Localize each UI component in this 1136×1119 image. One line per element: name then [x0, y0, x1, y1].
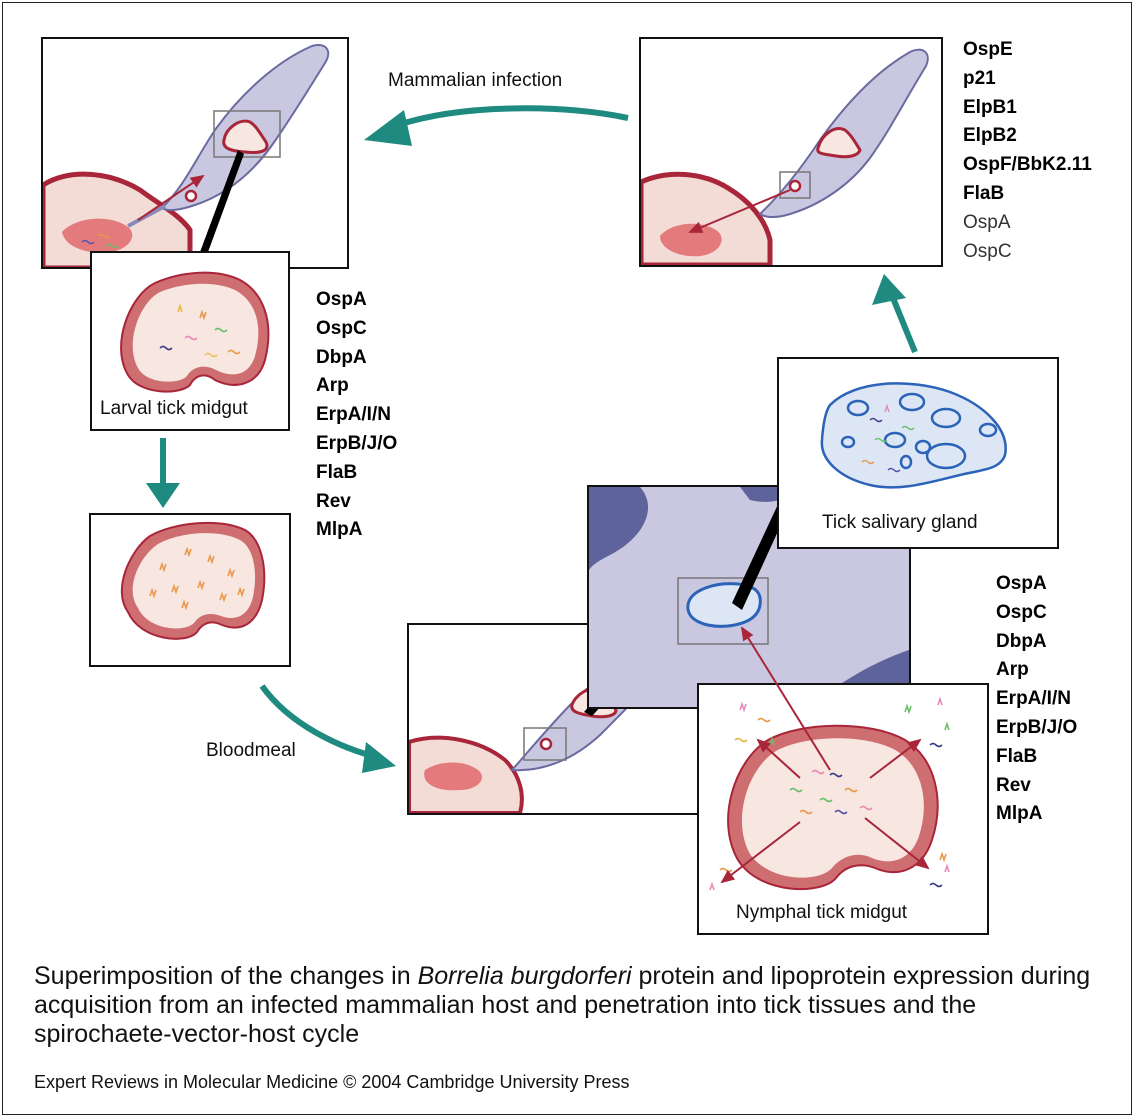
protein-item: ElpB1 [963, 94, 1092, 123]
label-bloodmeal: Bloodmeal [206, 740, 296, 762]
arrow-mammalian-infection-head [364, 110, 412, 146]
protein-item: FlaB [996, 743, 1077, 772]
panel-top-right [640, 38, 942, 266]
spirochete-dot [186, 191, 196, 201]
protein-item: ErpB/J/O [996, 714, 1077, 743]
arrow-mammalian-infection [395, 108, 628, 126]
protein-item: ElpB2 [963, 122, 1092, 151]
caption-species: Borrelia burgdorferi [418, 962, 632, 990]
protein-item: OspA [963, 209, 1092, 238]
figure-credit: Expert Reviews in Molecular Medicine © 2… [34, 1072, 630, 1093]
protein-item: p21 [963, 65, 1092, 94]
protein-item: Arp [316, 372, 397, 401]
protein-item: OspC [996, 599, 1077, 628]
panel-top-left [42, 38, 348, 268]
figure-caption: Superimposition of the changes in Borrel… [34, 962, 1114, 1049]
protein-item: OspA [996, 570, 1077, 599]
protein-item: FlaB [316, 459, 397, 488]
protein-item: DbpA [316, 344, 397, 373]
label-larval-midgut: Larval tick midgut [100, 398, 248, 420]
protein-item: OspC [316, 315, 397, 344]
protein-item: Rev [316, 488, 397, 517]
protein-item: FlaB [963, 180, 1092, 209]
protein-item: ErpA/I/N [996, 685, 1077, 714]
arrow-larval-to-fed [146, 438, 180, 508]
label-mammalian-infection: Mammalian infection [388, 70, 562, 92]
protein-item: MlpA [316, 516, 397, 545]
protein-item: Rev [996, 772, 1077, 801]
protein-item: Arp [996, 656, 1077, 685]
protein-item: DbpA [996, 628, 1077, 657]
label-nymphal-midgut: Nymphal tick midgut [736, 902, 907, 924]
arrow-to-mammal [872, 274, 915, 352]
protein-item: OspE [963, 36, 1092, 65]
label-salivary-gland: Tick salivary gland [822, 512, 978, 534]
protein-item: OspA [316, 286, 397, 315]
protein-item: OspF/BbK2.11 [963, 151, 1092, 180]
protein-item: MlpA [996, 800, 1077, 829]
panel-fed-larval-midgut [90, 514, 290, 666]
protein-item: ErpB/J/O [316, 430, 397, 459]
protein-item: ErpA/I/N [316, 401, 397, 430]
protein-item: OspC [963, 238, 1092, 267]
arrow-bloodmeal-head [362, 742, 396, 773]
